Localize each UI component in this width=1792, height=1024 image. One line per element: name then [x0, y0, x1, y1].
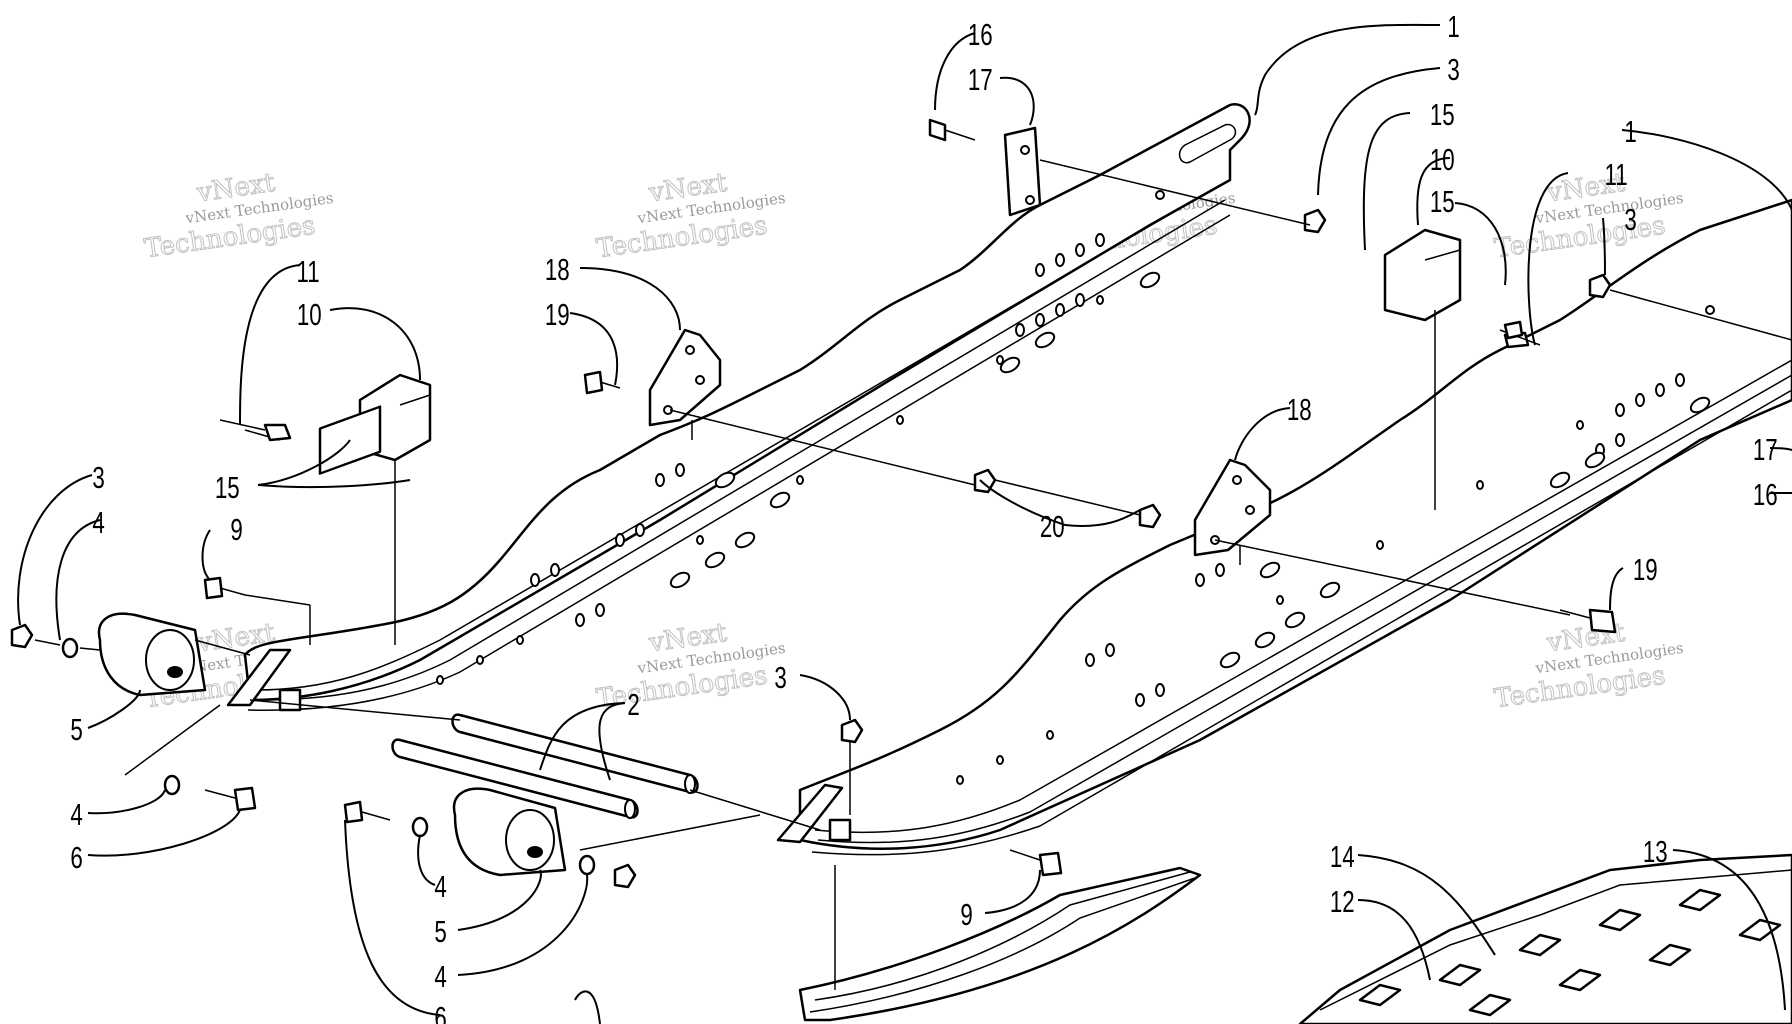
wear-strip — [798, 866, 1202, 1022]
callout-5a: 5 — [70, 712, 82, 746]
rail-slot-pattern — [1219, 396, 1711, 669]
callout-1a: 1 — [1447, 9, 1459, 43]
callout-15a: 15 — [1430, 97, 1455, 131]
callout-labels: 1 3 15 10 15 16 17 1 11 3 11 10 15 18 19… — [70, 9, 1777, 1024]
rail-slot-pattern — [669, 271, 1161, 589]
callout-9b: 9 — [960, 897, 972, 931]
right-slide-rail — [776, 198, 1792, 856]
callout-11b: 11 — [297, 254, 320, 288]
callout-3b: 3 — [1624, 202, 1636, 236]
callout-3c: 3 — [92, 460, 104, 494]
leader-lines — [17, 23, 1792, 1024]
fasteners — [10, 118, 1617, 889]
callout-11a: 11 — [1605, 157, 1628, 191]
callout-13: 13 — [1643, 834, 1668, 868]
callout-4c: 4 — [434, 869, 446, 903]
callout-19a: 19 — [545, 297, 570, 331]
callout-15b: 15 — [1430, 184, 1455, 218]
callout-14: 14 — [1330, 839, 1355, 873]
callout-2: 2 — [627, 687, 639, 721]
idler-wheel-rear — [97, 612, 207, 697]
axis-lines — [34, 159, 1792, 990]
front-arm-bracket-left — [648, 328, 722, 427]
callout-6a: 6 — [70, 840, 82, 874]
left-slide-rail — [226, 102, 1251, 712]
callout-6b: 6 — [434, 1000, 446, 1024]
callout-4d: 4 — [434, 959, 446, 993]
stop-block-right — [1383, 228, 1530, 349]
callout-4a: 4 — [92, 505, 104, 539]
track-cleats — [1358, 888, 1782, 1017]
callout-15c: 15 — [215, 470, 240, 504]
callout-12: 12 — [1330, 884, 1355, 918]
callout-10b: 10 — [297, 297, 322, 331]
rail-hole-pattern — [436, 190, 1165, 685]
callout-1b: 1 — [1624, 114, 1636, 148]
track-section — [1298, 853, 1792, 1024]
callout-16b: 16 — [1753, 477, 1778, 511]
cross-shafts — [249, 699, 821, 831]
callout-16a: 16 — [968, 17, 993, 51]
callout-17b: 17 — [1753, 432, 1778, 466]
stop-block-left — [244, 373, 432, 475]
callout-10a: 10 — [1430, 142, 1455, 176]
callout-4b: 4 — [70, 797, 82, 831]
callout-20: 20 — [1040, 509, 1065, 543]
idler-wheel-front — [452, 787, 567, 877]
callout-18b: 18 — [1287, 392, 1312, 426]
callout-5b: 5 — [434, 914, 446, 948]
callout-9a: 9 — [230, 512, 242, 546]
callout-19b: 19 — [1633, 552, 1658, 586]
front-arm-bracket-right — [1193, 458, 1272, 557]
callout-17a: 17 — [968, 62, 993, 96]
callout-3a: 3 — [1447, 52, 1459, 86]
callout-18a: 18 — [545, 252, 570, 286]
callout-3d: 3 — [774, 660, 786, 694]
